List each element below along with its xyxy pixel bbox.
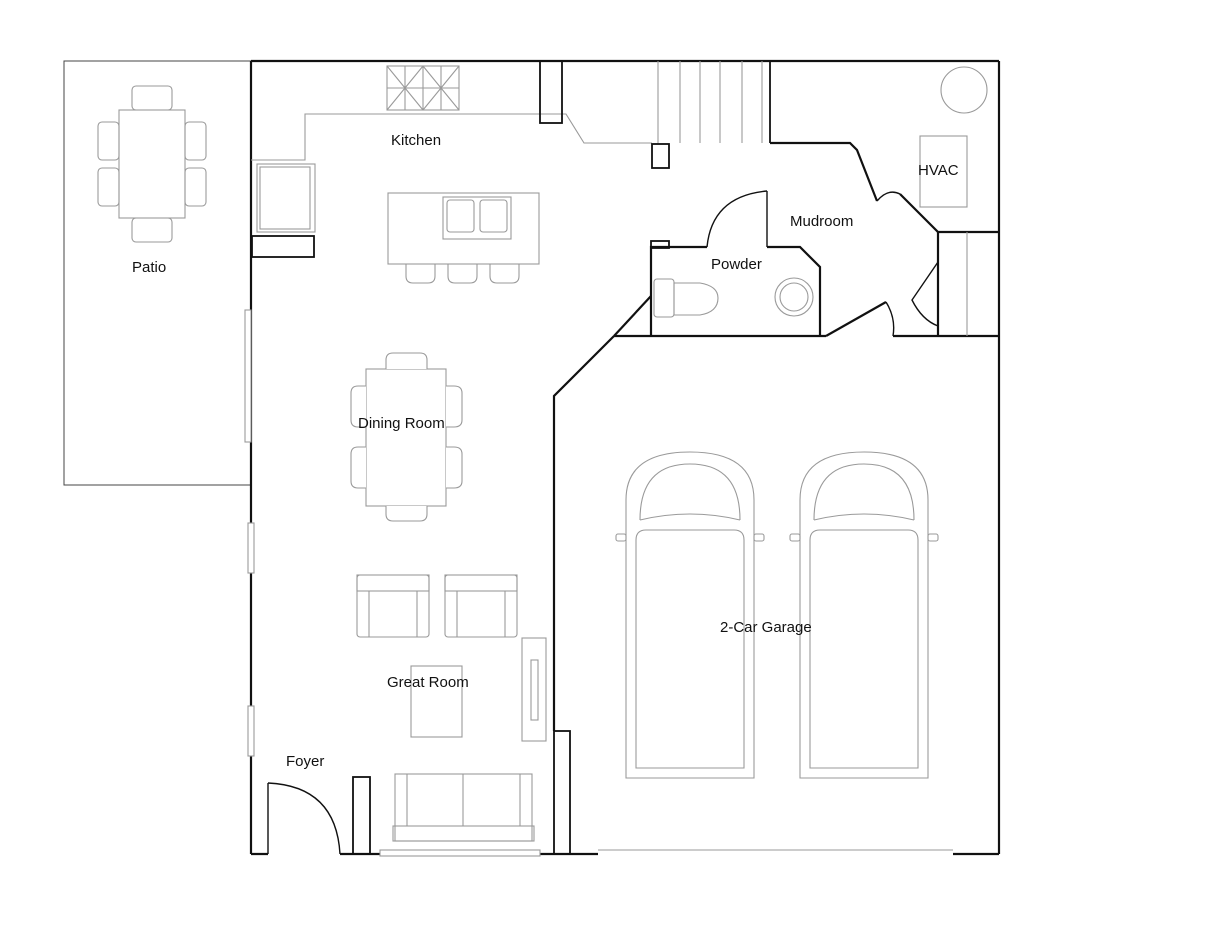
kitchen-pillar-left: [251, 235, 315, 258]
label-powder: Powder: [711, 256, 762, 273]
car-left: [615, 451, 765, 779]
label-kitchen: Kitchen: [391, 132, 441, 149]
hvac-unit: [919, 66, 988, 208]
mudroom-walls: [770, 141, 999, 338]
dining-table: [350, 352, 463, 522]
mudroom-doors: [876, 191, 939, 337]
tv-console: [521, 637, 547, 742]
armchairs: [356, 574, 518, 638]
powder-door: [706, 190, 768, 248]
kitchen-island: [387, 192, 540, 284]
foyer-column: [352, 776, 371, 855]
kitchen-column: [539, 60, 563, 124]
label-great-room: Great Room: [387, 674, 469, 691]
label-two-car-garage: 2-Car Garage: [720, 619, 812, 636]
bottom-openings: [379, 849, 953, 857]
label-foyer: Foyer: [286, 753, 324, 770]
label-hvac: HVAC: [918, 162, 959, 179]
label-mudroom: Mudroom: [790, 213, 853, 230]
refrigerator: [256, 163, 316, 233]
powder-walls: [649, 240, 822, 336]
car-right: [789, 451, 939, 779]
patio-dining-table: [97, 85, 207, 243]
stairs: [651, 61, 771, 169]
powder-sink: [774, 277, 814, 317]
sofa: [392, 773, 535, 842]
label-patio: Patio: [132, 259, 166, 276]
garage-walls: [552, 295, 826, 855]
kitchen-counters: [251, 65, 652, 161]
left-wall-openings: [244, 309, 255, 757]
label-dining-room: Dining Room: [358, 415, 445, 432]
toilet: [653, 278, 719, 318]
coffee-table: [410, 665, 463, 738]
foyer-door: [267, 782, 341, 855]
